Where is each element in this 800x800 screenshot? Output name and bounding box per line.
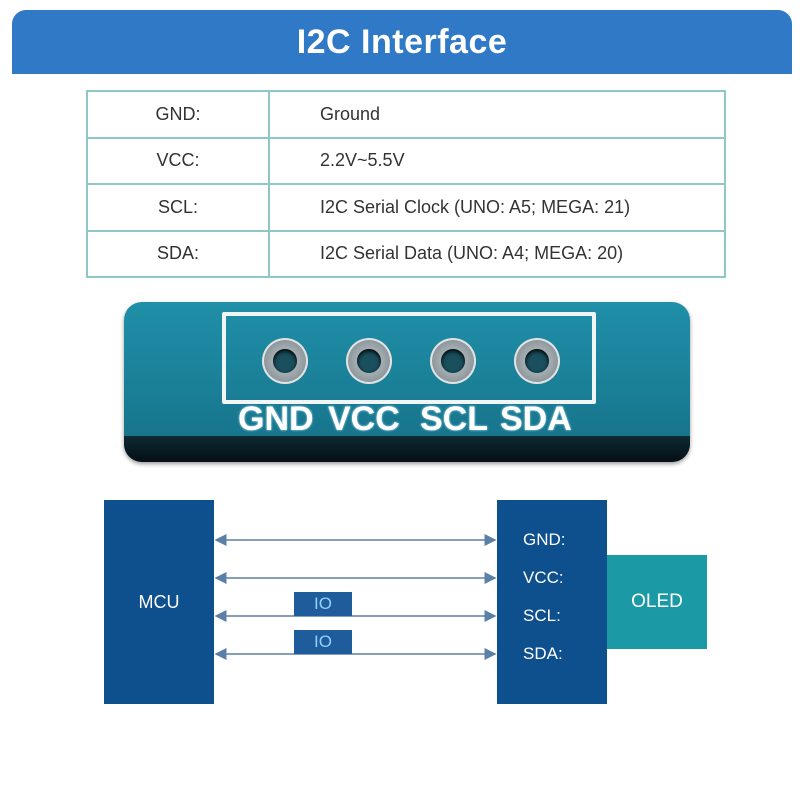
pin-description: 2.2V~5.5V bbox=[268, 136, 726, 185]
oled-pin-block: GND: VCC: SCL: SDA: bbox=[497, 500, 607, 704]
solder-pad-gnd bbox=[262, 338, 308, 384]
oled-pin-vcc: VCC: bbox=[523, 568, 564, 587]
pcb-label-scl: SCL bbox=[420, 400, 488, 438]
pcb-module-photo: GND VCC SCL SDA bbox=[124, 302, 690, 462]
page-title: I2C Interface bbox=[296, 22, 508, 61]
pin-name: GND: bbox=[86, 90, 270, 139]
oled-label: OLED bbox=[631, 591, 683, 612]
pin-header-outline bbox=[222, 312, 596, 404]
solder-pad-scl bbox=[430, 338, 476, 384]
oled-block: OLED bbox=[607, 555, 707, 649]
header-banner: I2C Interface bbox=[12, 10, 792, 74]
pin-name: VCC: bbox=[86, 136, 270, 185]
pin-name: SDA: bbox=[86, 229, 270, 278]
table-row: VCC: 2.2V~5.5V bbox=[86, 136, 726, 185]
oled-pin-scl: SCL: bbox=[523, 606, 561, 625]
table-row: SCL: I2C Serial Clock (UNO: A5; MEGA: 21… bbox=[86, 183, 726, 232]
pcb-label-vcc: VCC bbox=[328, 400, 400, 438]
oled-pin-gnd: GND: bbox=[523, 530, 566, 549]
io-box-scl: IO bbox=[294, 592, 352, 616]
mcu-label: MCU bbox=[138, 591, 180, 612]
pcb-edge bbox=[124, 436, 690, 462]
pcb-label-sda: SDA bbox=[500, 400, 572, 438]
solder-pad-vcc bbox=[346, 338, 392, 384]
pin-name: SCL: bbox=[86, 183, 270, 232]
pin-description: I2C Serial Clock (UNO: A5; MEGA: 21) bbox=[268, 183, 726, 232]
pcb-label-gnd: GND bbox=[238, 400, 314, 438]
pcb-silkscreen-labels: GND VCC SCL SDA bbox=[124, 400, 690, 444]
table-row: GND: Ground bbox=[86, 90, 726, 139]
io-box-sda: IO bbox=[294, 630, 352, 654]
mcu-block: MCU bbox=[104, 500, 214, 704]
pin-table: GND: Ground VCC: 2.2V~5.5V SCL: I2C Seri… bbox=[86, 90, 726, 278]
solder-pad-sda bbox=[514, 338, 560, 384]
pin-description: I2C Serial Data (UNO: A4; MEGA: 20) bbox=[268, 229, 726, 278]
table-row: SDA: I2C Serial Data (UNO: A4; MEGA: 20) bbox=[86, 229, 726, 278]
oled-pin-sda: SDA: bbox=[523, 644, 563, 663]
pin-description: Ground bbox=[268, 90, 726, 139]
